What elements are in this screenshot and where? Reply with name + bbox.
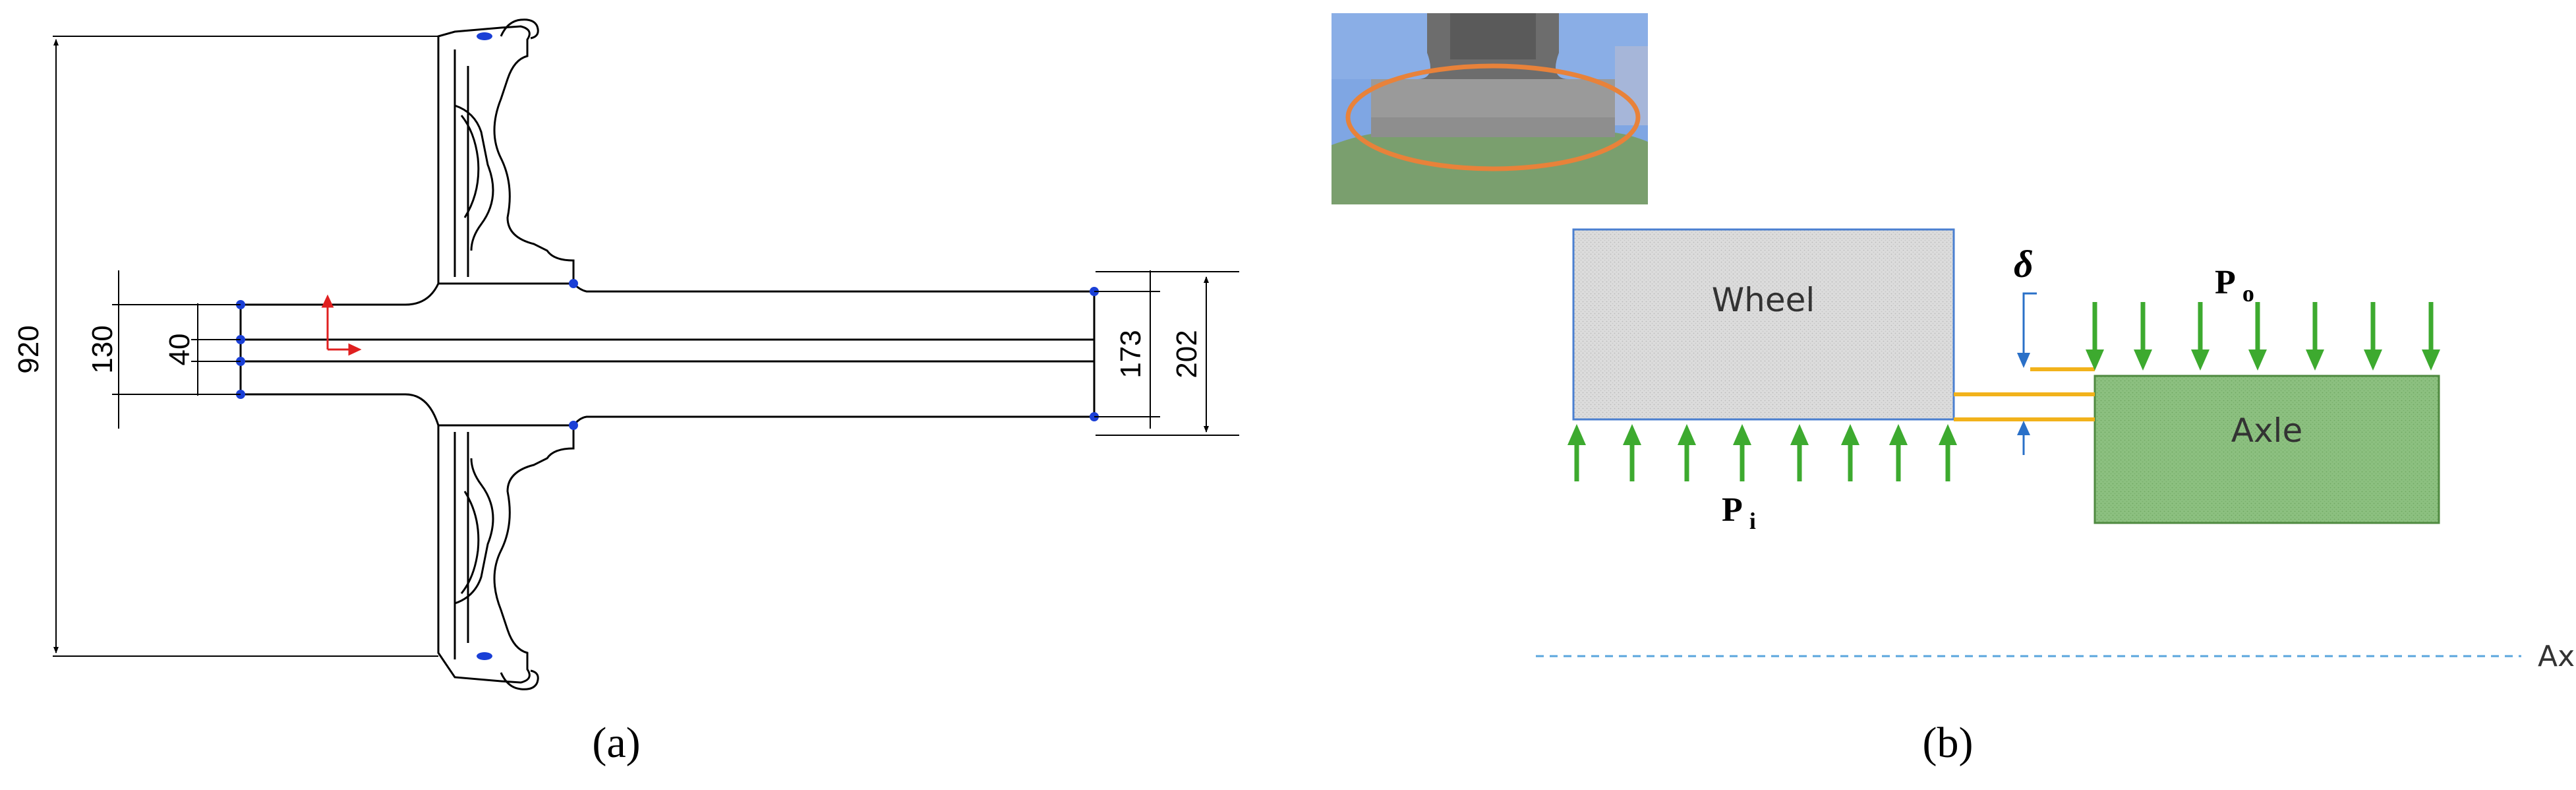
po-base: P: [2215, 264, 2235, 301]
po-arrow: [2422, 302, 2440, 371]
outer-pressure-arrows: [2086, 302, 2440, 371]
dim-40: 40: [163, 334, 196, 366]
pressure-inner-label: P i: [1722, 491, 1756, 534]
axis-label: Axis: [2538, 640, 2576, 673]
panel-b-schematic: Wheel Axle δ P o P i: [1332, 13, 2576, 673]
po-sub: o: [2242, 280, 2254, 307]
po-arrow: [2134, 302, 2152, 371]
pressure-outer-label: P o: [2215, 264, 2254, 307]
pi-sub: i: [1749, 508, 1756, 534]
svg-text:P o: P o: [2215, 264, 2254, 307]
pi-arrow: [1889, 424, 1908, 481]
dimension-labels: 920 130 40 173 202: [13, 325, 1203, 378]
pi-arrow: [1733, 424, 1751, 481]
pi-arrow: [1567, 424, 1586, 481]
blue-node-markers: [236, 32, 1099, 660]
po-arrow: [2248, 302, 2267, 371]
pi-arrow: [1623, 424, 1641, 481]
pi-arrow: [1841, 424, 1859, 481]
dim-920: 920: [13, 325, 45, 373]
svg-text:P i: P i: [1722, 491, 1756, 534]
inner-pressure-arrows: [1567, 424, 1957, 481]
po-arrow: [2306, 302, 2324, 371]
fem-inset-image: [1332, 13, 1648, 204]
axle-block: [2093, 375, 2440, 524]
interface-lines: [1954, 367, 2095, 421]
panel-b-label: (b): [1923, 719, 1974, 767]
po-arrow: [2364, 302, 2382, 371]
dimension-lines: [53, 36, 1239, 657]
dim-173: 173: [1115, 330, 1147, 378]
coordinate-system-icon: [321, 294, 362, 356]
wheel-label: Wheel: [1712, 281, 1815, 319]
pi-base: P: [1722, 491, 1742, 529]
pi-arrow: [1790, 424, 1809, 481]
hub-axle-profile: [239, 282, 1096, 426]
axle-label: Axle: [2231, 411, 2302, 450]
dim-130: 130: [86, 325, 119, 373]
dim-202: 202: [1171, 330, 1203, 378]
lower-wheel-section: [437, 424, 575, 690]
po-arrow: [2191, 302, 2210, 371]
delta-indicator: [2017, 292, 2037, 455]
panel-a-label: (a): [592, 719, 640, 767]
pi-arrow: [1939, 424, 1957, 481]
pi-arrow: [1678, 424, 1696, 481]
upper-wheel-section: [437, 18, 575, 285]
panel-a-drawing: [53, 18, 1239, 690]
delta-symbol: δ: [2014, 243, 2034, 286]
highlight-ellipse: [1345, 63, 1641, 171]
po-arrow: [2086, 302, 2104, 371]
wheel-block: [1572, 228, 1955, 421]
